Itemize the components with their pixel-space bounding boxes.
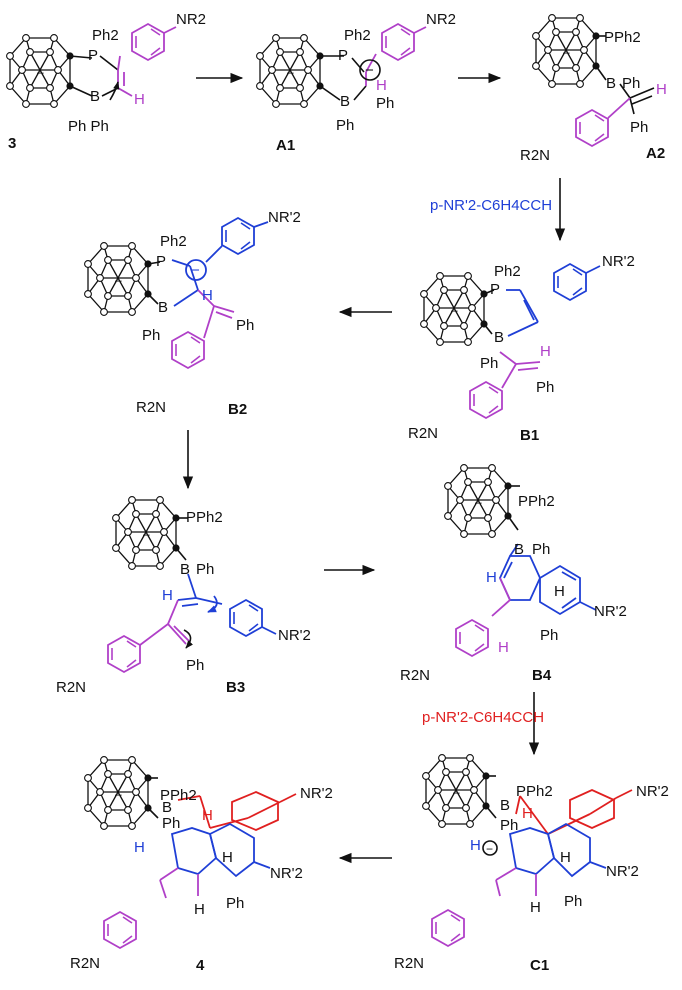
label-ph2: Ph2 <box>160 233 187 250</box>
label-ph-b: Ph <box>162 815 180 832</box>
label-ph2: Ph2 <box>92 27 119 44</box>
label-pph2: PPh2 <box>604 29 641 46</box>
label-h3: H <box>560 849 571 866</box>
label-nr2p: NR'2 <box>602 253 635 270</box>
compound-C1: − B PPh2 Ph H H H H Ph NR'2 NR'2 R2N C1 <box>394 753 669 974</box>
svg-text:−: − <box>191 262 200 279</box>
compound-label-3: 3 <box>8 135 16 152</box>
compound-label-B4: B4 <box>532 667 552 684</box>
label-h: H <box>376 77 387 94</box>
label-h: H <box>656 81 667 98</box>
compound-label-C1: C1 <box>530 957 549 974</box>
label-h2: H <box>554 583 565 600</box>
label-phph: Ph Ph <box>68 118 109 135</box>
label-r2n: R2N <box>136 399 166 416</box>
compound-label-4: 4 <box>196 957 205 974</box>
label-ph-b: Ph <box>196 561 214 578</box>
label-r2n: R2N <box>70 955 100 972</box>
reagent-blue: p-NR'2-C6H4CCH <box>430 197 552 214</box>
label-r2n: R2N <box>408 425 438 442</box>
label-p: P <box>88 47 98 64</box>
compound-label-B2: B2 <box>228 401 247 418</box>
minus-sign: − <box>365 62 374 79</box>
label-b: B <box>180 561 190 578</box>
compound-label-A1: A1 <box>276 137 295 154</box>
label-ph-b: Ph <box>480 355 498 372</box>
label-nr2p: NR'2 <box>268 209 301 226</box>
label-h2: H <box>470 837 481 854</box>
compound-label-B3: B3 <box>226 679 245 696</box>
label-h2: H <box>134 839 145 856</box>
label-ph-b: Ph <box>500 817 518 834</box>
label-p: P <box>156 253 166 270</box>
compound-B4: PPh2 B Ph H H H Ph NR'2 R2N B4 <box>400 463 627 684</box>
label-r2n: R2N <box>394 955 424 972</box>
label-b: B <box>500 797 510 814</box>
label-b: B <box>606 75 616 92</box>
label-pph2: PPh2 <box>186 509 223 526</box>
label-nr2p: NR'2 <box>606 863 639 880</box>
label-h: H <box>162 587 173 604</box>
compound-A1: − P Ph2 B Ph Ph H NR2 A1 <box>255 11 456 154</box>
compound-B1: P Ph2 B Ph H Ph NR'2 R2N B1 <box>408 253 635 444</box>
label-ph-v: Ph <box>564 893 582 910</box>
compound-4: PPh2 B Ph H H H H Ph NR'2 NR'2 R2N 4 <box>70 755 333 974</box>
label-ph2: Ph2 <box>494 263 521 280</box>
compound-label-B1: B1 <box>520 427 539 444</box>
label-ph-c: Ph <box>376 95 394 112</box>
label-b: B <box>494 329 504 346</box>
compound-A2: PPh2 B Ph H Ph R2N A2 <box>520 13 667 164</box>
label-h: H <box>540 343 551 360</box>
compound-B2: − P Ph2 B Ph H Ph NR'2 R2N B2 <box>83 209 301 418</box>
label-b: B <box>162 799 172 816</box>
label-h4: H <box>194 901 205 918</box>
label-h1: H <box>486 569 497 586</box>
label-pph2: PPh2 <box>516 783 553 800</box>
label-ph-b: Ph <box>142 327 160 344</box>
label-nr2p: NR'2 <box>594 603 627 620</box>
label-ph2: Ph2 <box>344 27 371 44</box>
label-ph-v: Ph <box>536 379 554 396</box>
label-h3: H <box>222 849 233 866</box>
label-pph2: PPh2 <box>518 493 555 510</box>
label-nr2p-top: NR'2 <box>300 785 333 802</box>
label-ph-v: Ph <box>226 895 244 912</box>
label-nr2: NR2 <box>426 11 456 28</box>
label-ph-v: Ph <box>186 657 204 674</box>
label-p: P <box>338 47 348 64</box>
label-h: H <box>134 91 145 108</box>
label-h3: H <box>498 639 509 656</box>
label-b: B <box>90 88 100 105</box>
label-b: B <box>514 541 524 558</box>
label-r2n: R2N <box>400 667 430 684</box>
label-p: P <box>490 281 500 298</box>
label-pph2: PPh2 <box>160 787 197 804</box>
compound-3: P Ph2 B Ph Ph H NR2 3 <box>5 11 206 152</box>
label-b: B <box>340 93 350 110</box>
compound-label-A2: A2 <box>646 145 665 162</box>
label-b: B <box>158 299 168 316</box>
label-h: H <box>202 287 213 304</box>
label-nr2: NR2 <box>176 11 206 28</box>
label-r2n: R2N <box>520 147 550 164</box>
label-ph-v: Ph <box>540 627 558 644</box>
label-h1: H <box>522 805 533 822</box>
label-ph-v: Ph <box>236 317 254 334</box>
svg-text:−: − <box>486 842 493 856</box>
label-nr2p: NR'2 <box>270 865 303 882</box>
label-r2n: R2N <box>56 679 86 696</box>
label-h4: H <box>530 899 541 916</box>
label-h1: H <box>202 807 213 824</box>
label-ph-b: Ph <box>532 541 550 558</box>
label-nr2p-top: NR'2 <box>636 783 669 800</box>
label-ph-b: Ph <box>336 117 354 134</box>
label-ph-b: Ph <box>622 75 640 92</box>
reagent-red: p-NR'2-C6H4CCH <box>422 709 544 726</box>
label-nr2p: NR'2 <box>278 627 311 644</box>
label-ph-v: Ph <box>630 119 648 136</box>
compound-B3: PPh2 B Ph H Ph NR'2 R2N B3 <box>56 495 311 696</box>
